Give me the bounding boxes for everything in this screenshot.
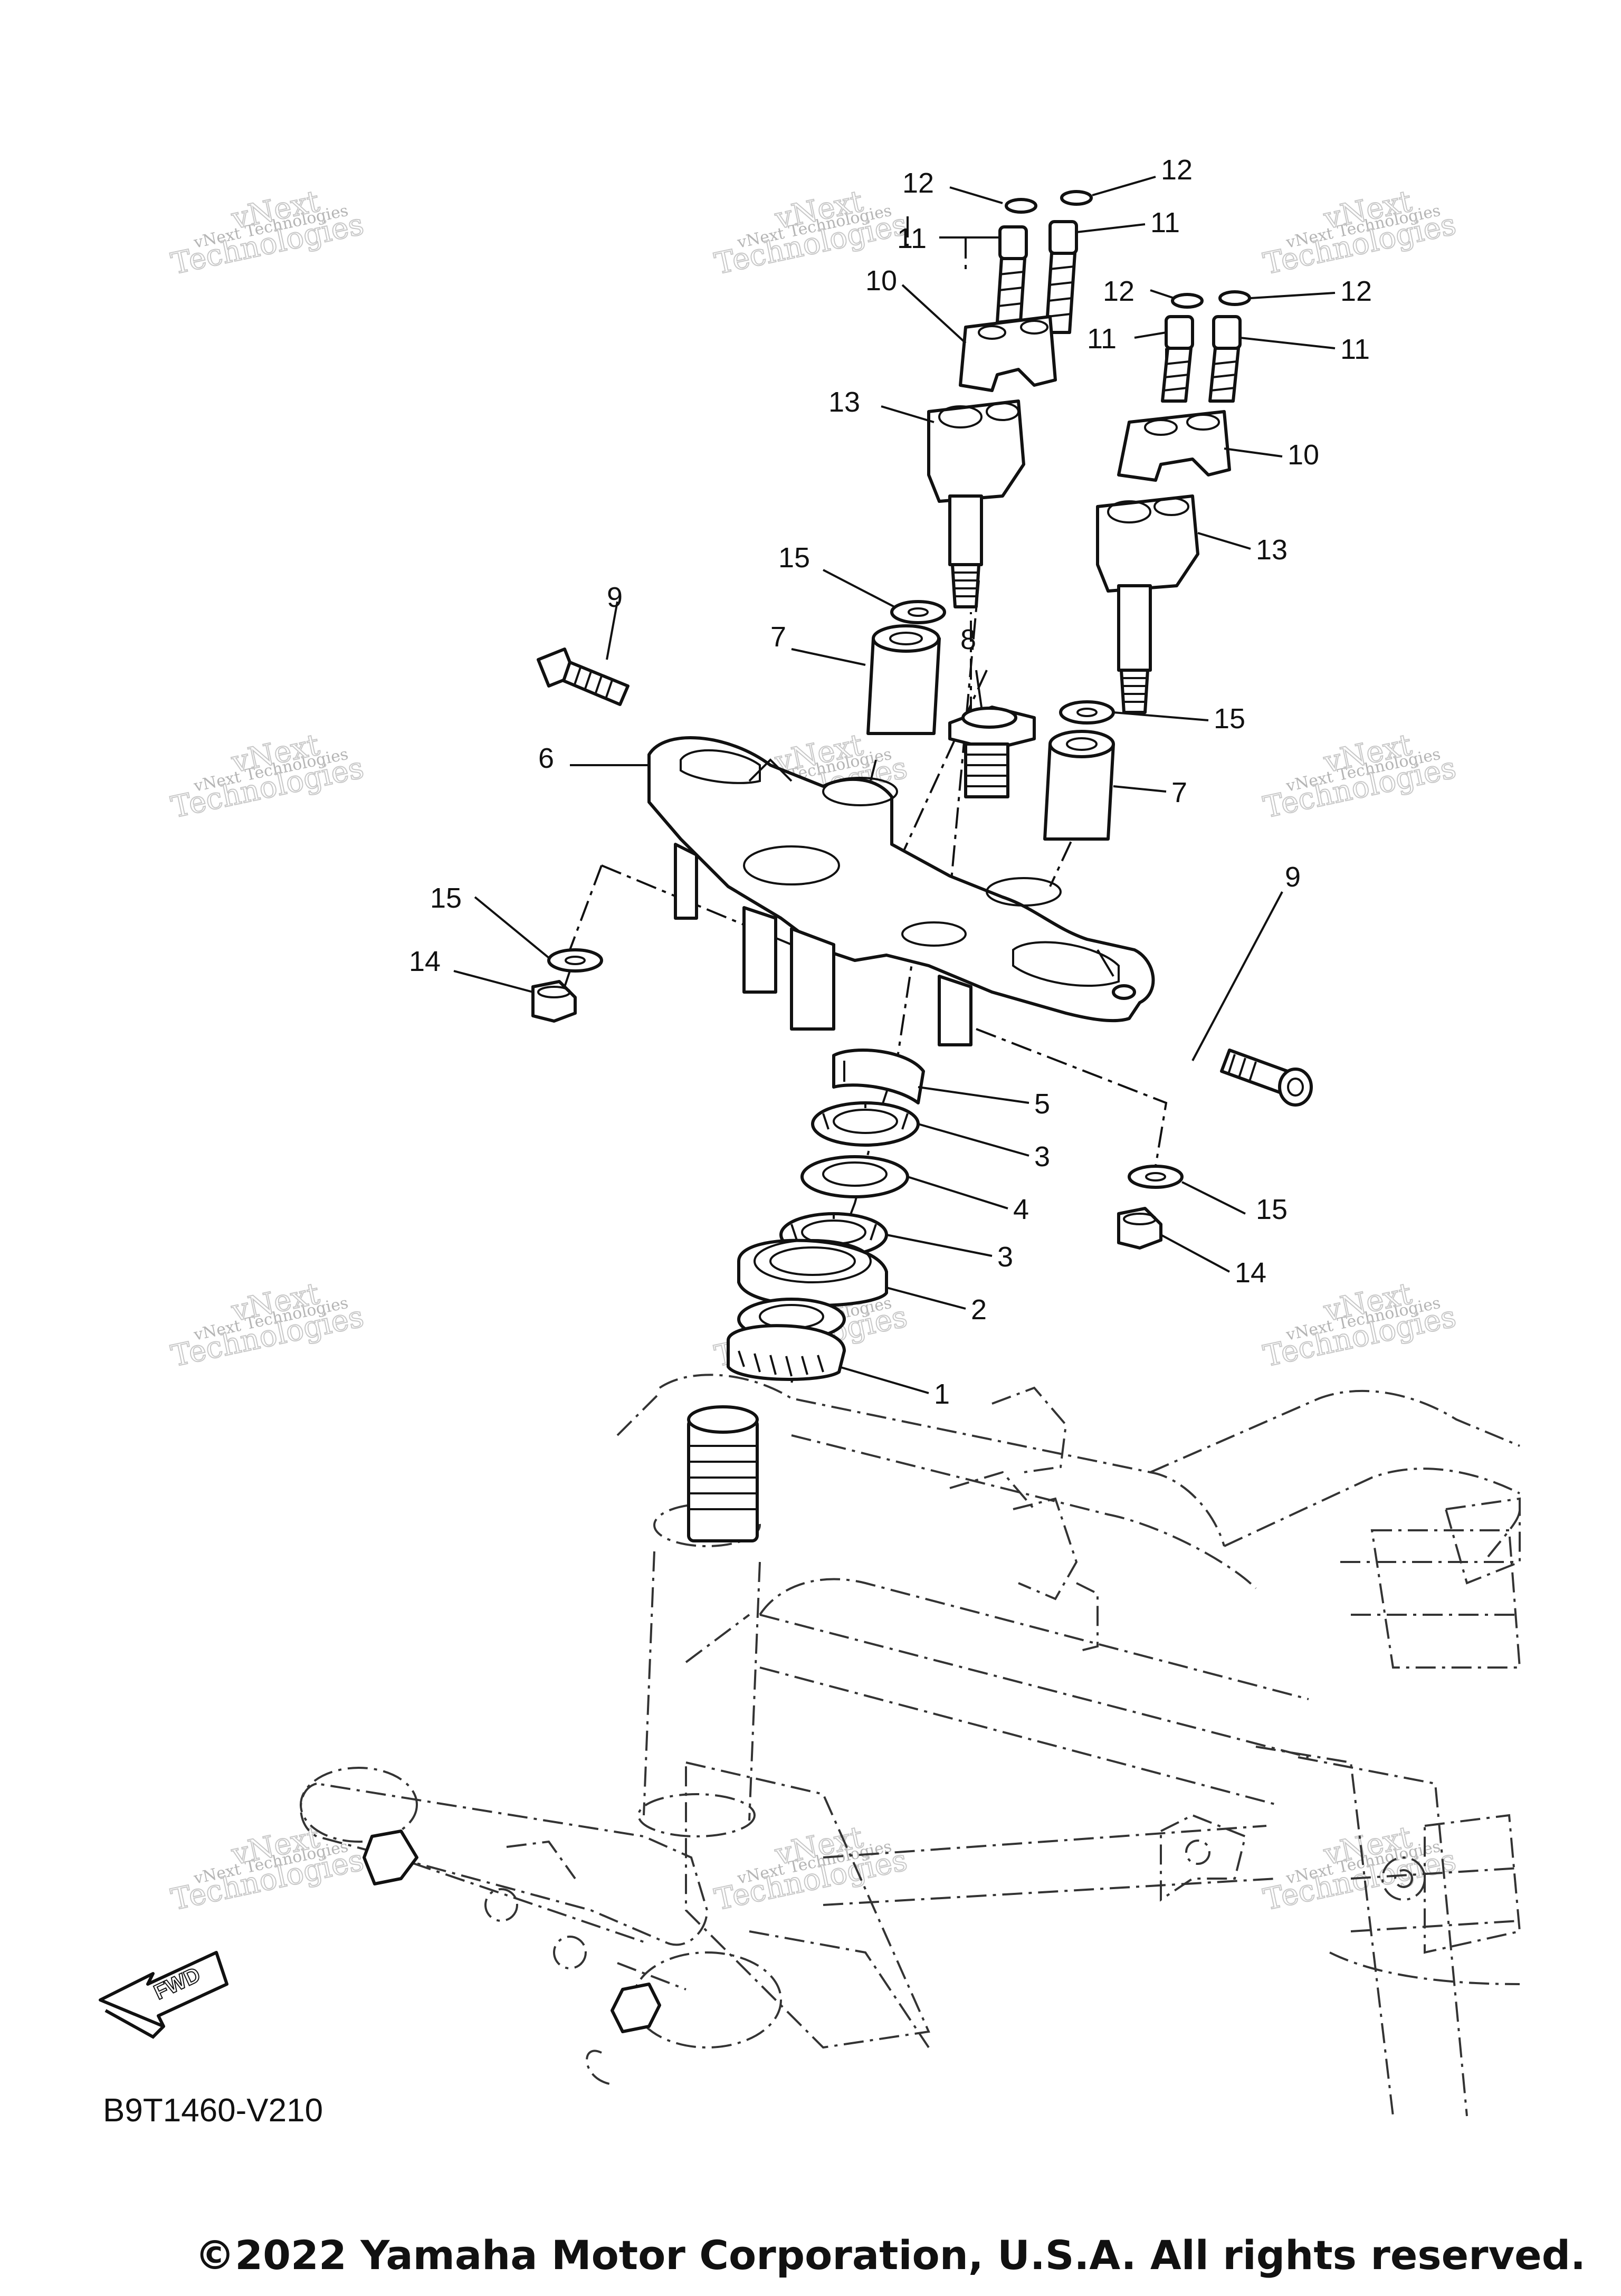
handlebar-clamp-10a [959,315,1057,392]
collar-7a [866,624,941,735]
cap-12a [1005,198,1037,214]
callout-2: 2 [971,1294,987,1326]
watermark: vNext Technologies vNext Technologies [1260,1276,1460,1374]
nut-14b [1117,1207,1162,1250]
bolt-11d [1208,315,1242,403]
handlebar-holder-13a [927,399,1025,608]
bolt-11b [1045,220,1078,334]
callout-12: 12 [1340,275,1372,307]
callout-3: 3 [997,1241,1013,1273]
watermark: vNext Technologies vNext Technologies [1260,1819,1460,1918]
callout-9: 9 [607,582,623,613]
callout-6: 6 [538,742,554,774]
watermark: vNext Technologies vNext Technologies [1260,727,1460,825]
copyright-notice: ©2022 Yamaha Motor Corporation, U.S.A. A… [195,2232,1586,2279]
collar-7b [1043,730,1115,841]
dust-seal-2 [737,1238,888,1307]
washer-15d [1128,1165,1184,1189]
callout-4: 4 [1013,1194,1029,1225]
callout-10: 10 [865,265,897,297]
cap-12c [1171,293,1204,309]
callout-11: 11 [1150,207,1180,239]
washer-15c [547,948,603,973]
bearing-1 [727,1298,846,1381]
callout-15: 15 [1256,1194,1288,1225]
motorcycle-frame [300,1374,1521,2117]
upper-bracket-6 [647,736,1155,1046]
callout-12: 12 [1161,154,1193,186]
cap-12b [1060,190,1093,206]
leader-lines [453,176,1336,1394]
callout-12: 12 [1103,275,1134,307]
callout-15: 15 [430,882,462,914]
handlebar-clamp-10b [1117,410,1231,482]
watermark: vNext Technologies vNext Technologies [168,727,367,825]
stem-bolt-8 [948,706,1036,798]
callout-12: 12 [902,167,934,199]
cap-12d [1218,290,1251,306]
callout-9: 9 [1285,861,1301,893]
watermark: vNext Technologies vNext Technologies [168,1819,367,1918]
callout-8: 8 [960,624,976,655]
watermark: vNext Technologies vNext Technologies [168,184,367,282]
callout-11: 11 [897,223,927,254]
handlebar-holder-13b [1096,494,1199,714]
bolt-11c [1161,315,1194,403]
lock-washer-5 [832,1049,925,1104]
washer-15a [890,600,946,624]
callout-14: 14 [1235,1257,1266,1289]
callout-11: 11 [1087,323,1117,355]
pinch-bolt-9a [537,647,630,706]
fwd-arrow-icon: FWD [99,1951,228,2039]
callout-7: 7 [1171,777,1187,808]
callout-13: 13 [1256,534,1288,566]
callout-14: 14 [409,946,441,977]
callout-11: 11 [1340,334,1370,365]
callout-labels: 12 12 11 11 12 12 11 11 10 10 13 13 15 1… [409,154,1372,1410]
diagram-code: B9T1460-V210 [103,2092,323,2129]
watermark: vNext Technologies vNext Technologies [711,184,911,282]
watermark: vNext Technologies vNext Technologies [168,1276,367,1374]
callout-7: 7 [770,621,786,653]
callout-15: 15 [1214,703,1245,735]
ring-nut-3a [811,1101,920,1147]
rubber-washer-4 [800,1155,909,1198]
callout-3: 3 [1034,1141,1050,1173]
watermark: vNext Technologies vNext Technologies [1260,184,1460,282]
callout-13: 13 [828,386,860,418]
watermarks: vNext Technologies vNext Technologies vN… [168,184,1460,1918]
watermark: vNext Technologies vNext Technologies [711,1819,911,1918]
callout-1: 1 [934,1378,950,1410]
callout-15: 15 [778,542,810,574]
nut-14a [531,980,577,1023]
callout-10: 10 [1288,439,1319,471]
callout-5: 5 [1034,1088,1050,1120]
pinch-bolt-9b [1220,1049,1313,1107]
washer-15b [1059,700,1115,725]
